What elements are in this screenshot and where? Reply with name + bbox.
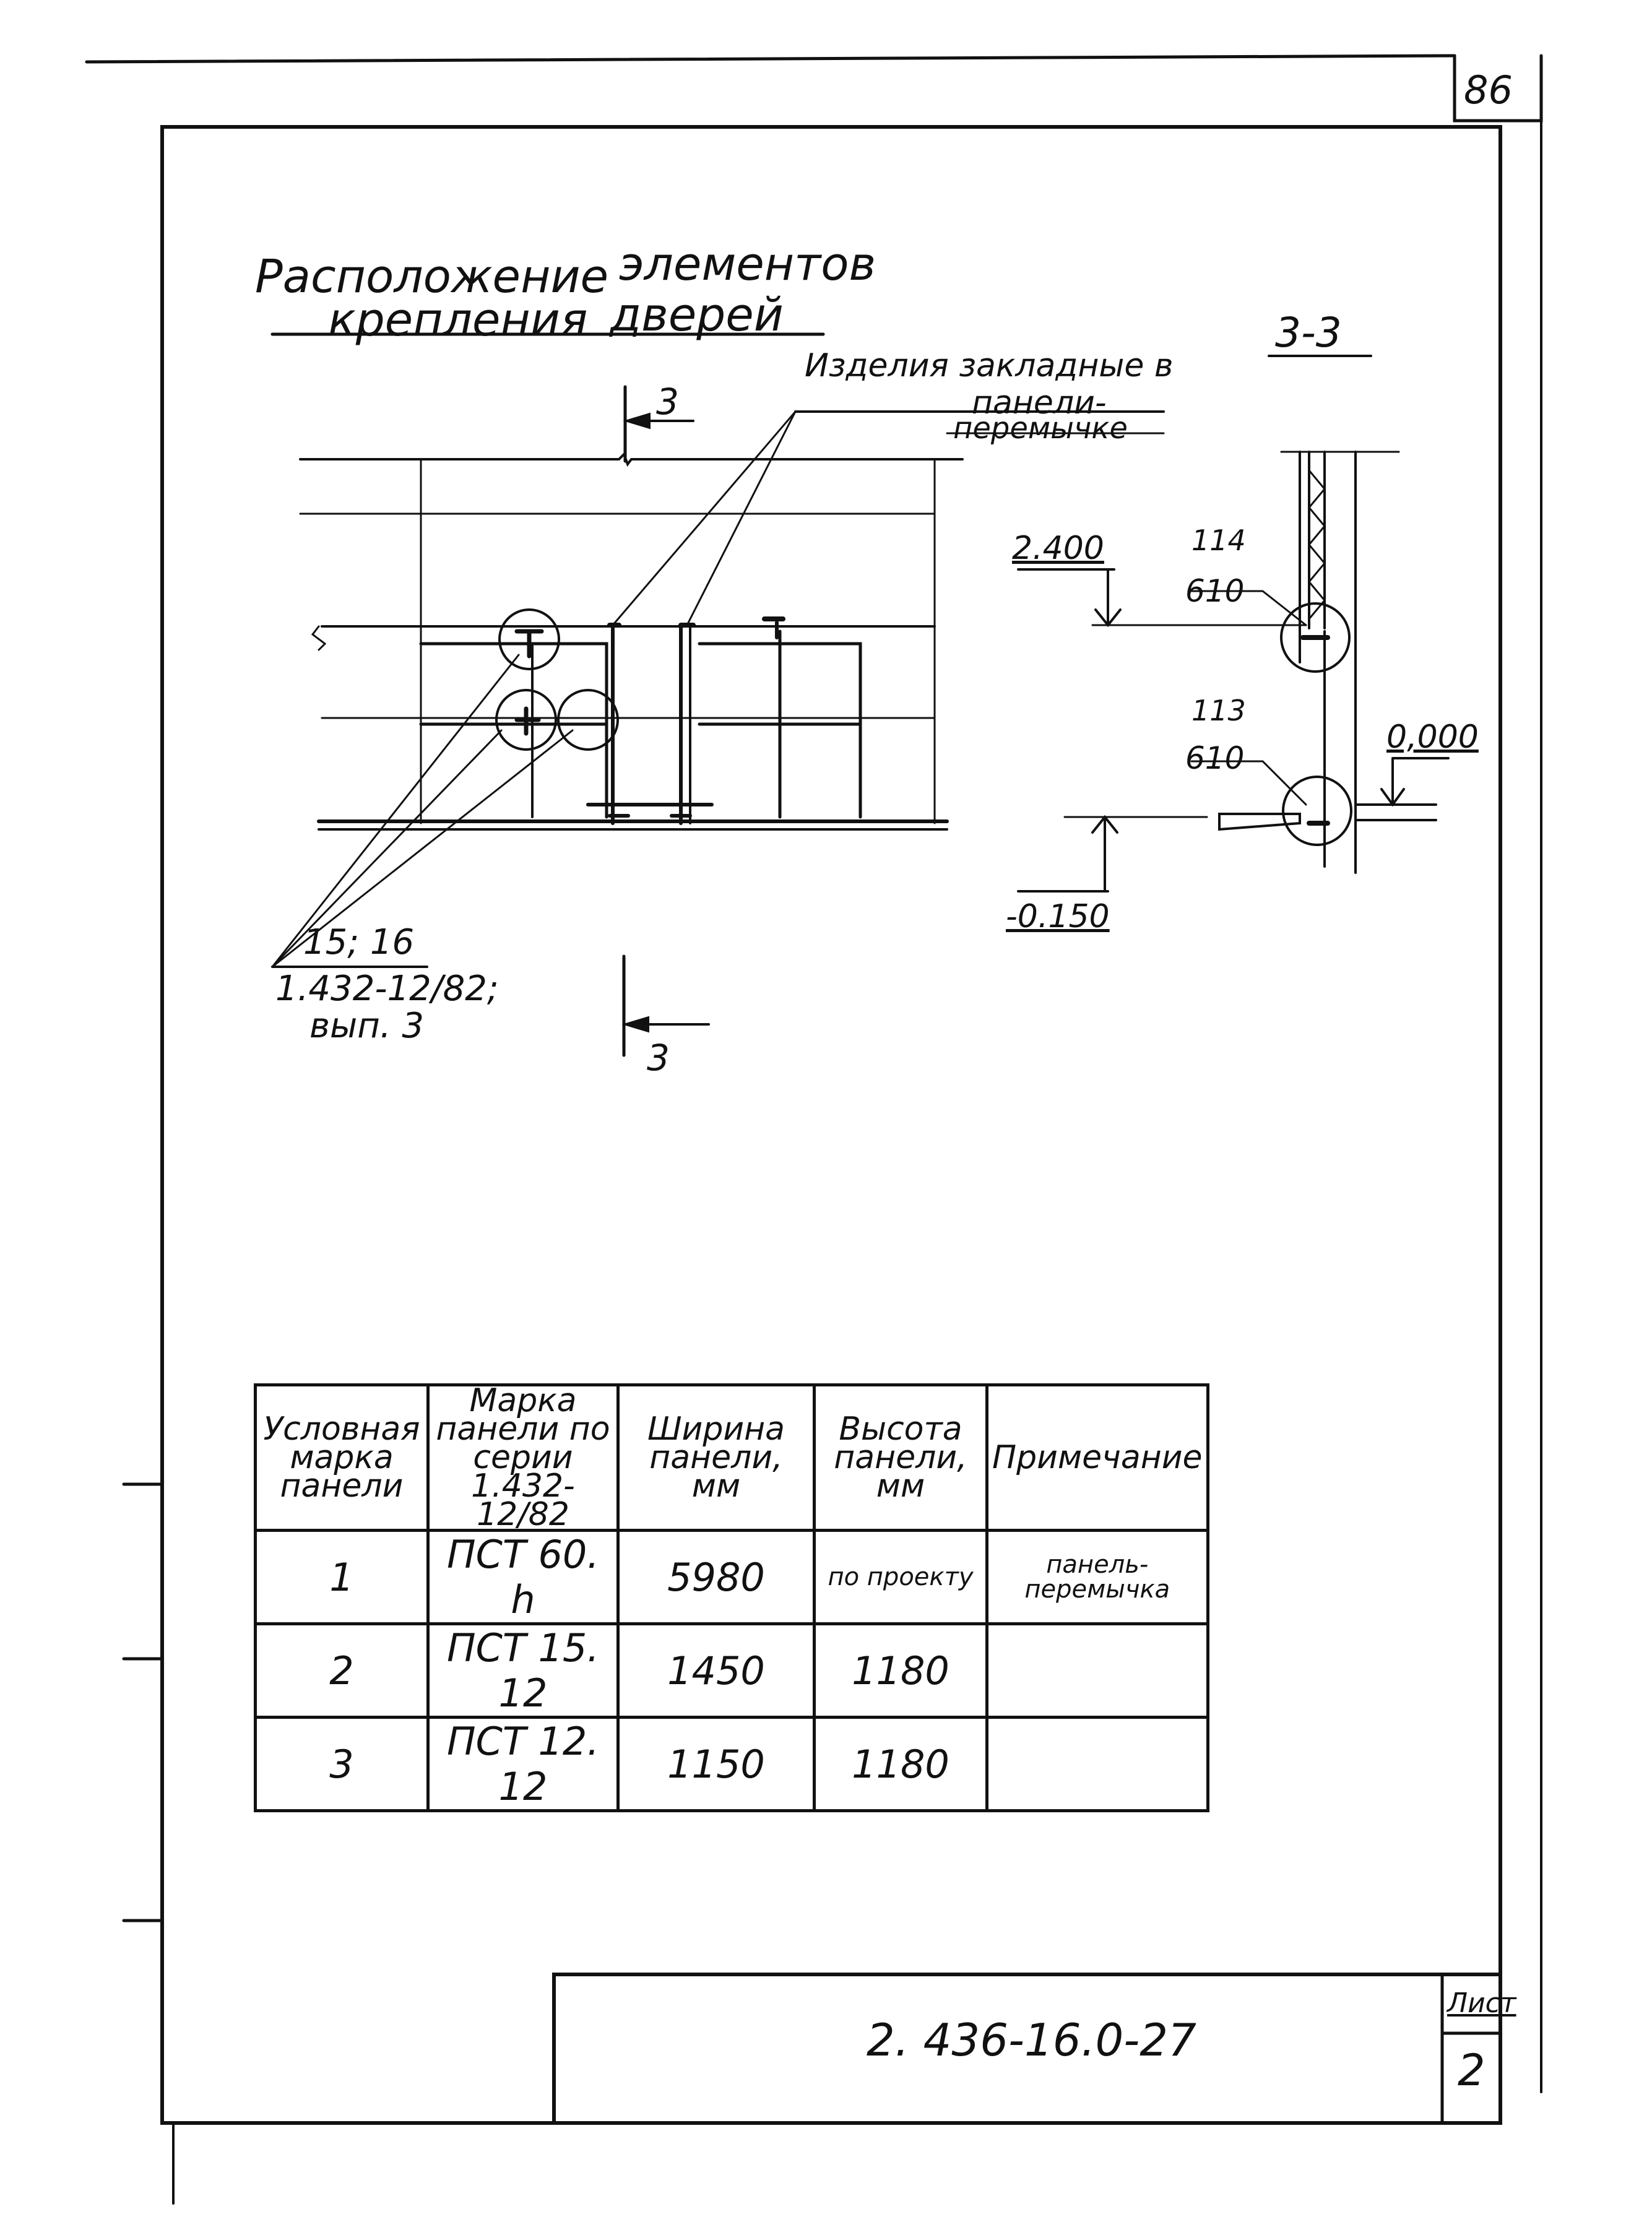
table-cell: 1180 bbox=[813, 1622, 988, 1719]
floor-line bbox=[1354, 803, 1437, 821]
node-lower-number: 113 bbox=[1191, 694, 1246, 727]
section-mark-bottom: 3 bbox=[647, 1037, 670, 1079]
fastener-mark bbox=[514, 629, 544, 659]
table-cell: панель-перемычка bbox=[985, 1529, 1209, 1625]
table-cell: ПСТ 15. 12 bbox=[426, 1622, 620, 1719]
section-arrow bbox=[621, 1016, 649, 1033]
leader-line bbox=[1190, 590, 1307, 626]
section-title: 3-3 bbox=[1275, 309, 1342, 357]
callout-embedded-line1: Изделия закладные в bbox=[805, 347, 1174, 384]
detail-circle bbox=[1280, 602, 1351, 673]
fastener-mark bbox=[514, 706, 541, 736]
table-cell: 2 bbox=[254, 1622, 430, 1719]
title-line1-left: Расположение bbox=[255, 250, 609, 303]
section-mark-top: 3 bbox=[656, 381, 679, 423]
table-cell: 3 bbox=[254, 1716, 430, 1812]
section-hatch bbox=[1308, 469, 1326, 620]
table-cell bbox=[985, 1622, 1209, 1719]
document-code: 2. 436-16.0-27 bbox=[867, 2014, 1196, 2066]
table-cell: ПСТ 12. 12 bbox=[426, 1716, 620, 1812]
node-upper-denominator: 610 bbox=[1185, 573, 1245, 609]
leader-line bbox=[612, 410, 797, 626]
callout-reference-line1: 15; 16 bbox=[303, 922, 415, 962]
table-cell: 1150 bbox=[616, 1716, 816, 1812]
wall-top-line bbox=[299, 452, 964, 467]
inner-frame bbox=[160, 125, 1502, 2125]
top-edge-line bbox=[85, 54, 1456, 64]
sheet-number-box bbox=[1453, 54, 1543, 123]
leader-line bbox=[1190, 760, 1307, 806]
callout-reference-line3: вып. 3 bbox=[309, 1006, 425, 1046]
leader-line bbox=[271, 729, 503, 968]
break-line bbox=[311, 625, 327, 651]
panel-table: Условная марка панели Марка панели по се… bbox=[254, 1383, 1209, 1812]
callout-embedded-line2: панели- bbox=[972, 384, 1107, 421]
node-upper-number: 114 bbox=[1191, 524, 1246, 557]
grid-line bbox=[419, 642, 608, 819]
grid-line bbox=[698, 642, 862, 819]
table-row: 1 ПСТ 60. h 5980 по проекту панель-перем… bbox=[254, 1529, 1209, 1625]
elevation-line bbox=[1391, 757, 1450, 806]
node-lower-denominator: 610 bbox=[1185, 740, 1245, 776]
leader-line bbox=[271, 654, 520, 968]
callout-reference-line2: 1.432-12/82; bbox=[275, 969, 499, 1009]
elevation-line bbox=[1017, 816, 1109, 893]
detail-circle bbox=[498, 608, 560, 670]
detail-circle bbox=[557, 689, 619, 751]
table-row: 3 ПСТ 12. 12 1150 1180 bbox=[254, 1716, 1209, 1812]
title-line1-right: элементов bbox=[619, 238, 876, 291]
embedded-plate bbox=[607, 616, 785, 628]
leader-line bbox=[686, 410, 797, 626]
section-arrow bbox=[623, 412, 651, 430]
table-cell: 1450 bbox=[616, 1622, 816, 1719]
elevation-top-label: 2.400 bbox=[1012, 530, 1104, 567]
title-line2-right: дверей bbox=[610, 288, 784, 342]
table-header-row: Условная марка панели Марка панели по се… bbox=[254, 1383, 1209, 1532]
elevation-zero-label: 0,000 bbox=[1386, 719, 1479, 756]
detail-circle bbox=[495, 689, 557, 751]
sheet-label: Лист bbox=[1447, 1987, 1516, 2019]
table-header: Высота панели, мм bbox=[813, 1383, 988, 1532]
table-cell: ПСТ 60. h bbox=[426, 1529, 620, 1625]
table-row: 2 ПСТ 15. 12 1450 1180 bbox=[254, 1622, 1209, 1719]
table-header: Условная марка панели bbox=[254, 1383, 430, 1532]
table-header: Примечание bbox=[985, 1383, 1209, 1532]
title-line2-left: крепления bbox=[328, 293, 588, 347]
detail-circle bbox=[1282, 776, 1352, 846]
elevation-line bbox=[1017, 568, 1115, 626]
callout-embedded-line3: перемычке bbox=[953, 411, 1128, 446]
table-header: Марка панели по серии 1.432-12/82 bbox=[426, 1383, 620, 1532]
table-header: Ширина панели, мм bbox=[616, 1383, 816, 1532]
table-cell: 5980 bbox=[616, 1529, 816, 1625]
table-cell: 1180 bbox=[813, 1716, 988, 1812]
title-block-frame bbox=[552, 1973, 1502, 2125]
table-cell: 1 bbox=[254, 1529, 430, 1625]
sheet-value: 2 bbox=[1458, 2045, 1486, 2096]
elevation-bottom-label: -0.150 bbox=[1006, 898, 1110, 935]
table-cell bbox=[985, 1716, 1209, 1812]
leader-line bbox=[271, 729, 574, 968]
table-cell: по проекту bbox=[813, 1529, 988, 1625]
sheet-number: 86 bbox=[1464, 67, 1513, 113]
elevation-mark bbox=[1091, 815, 1118, 834]
floor-line bbox=[1218, 813, 1301, 831]
elevation-mark bbox=[1380, 788, 1405, 807]
